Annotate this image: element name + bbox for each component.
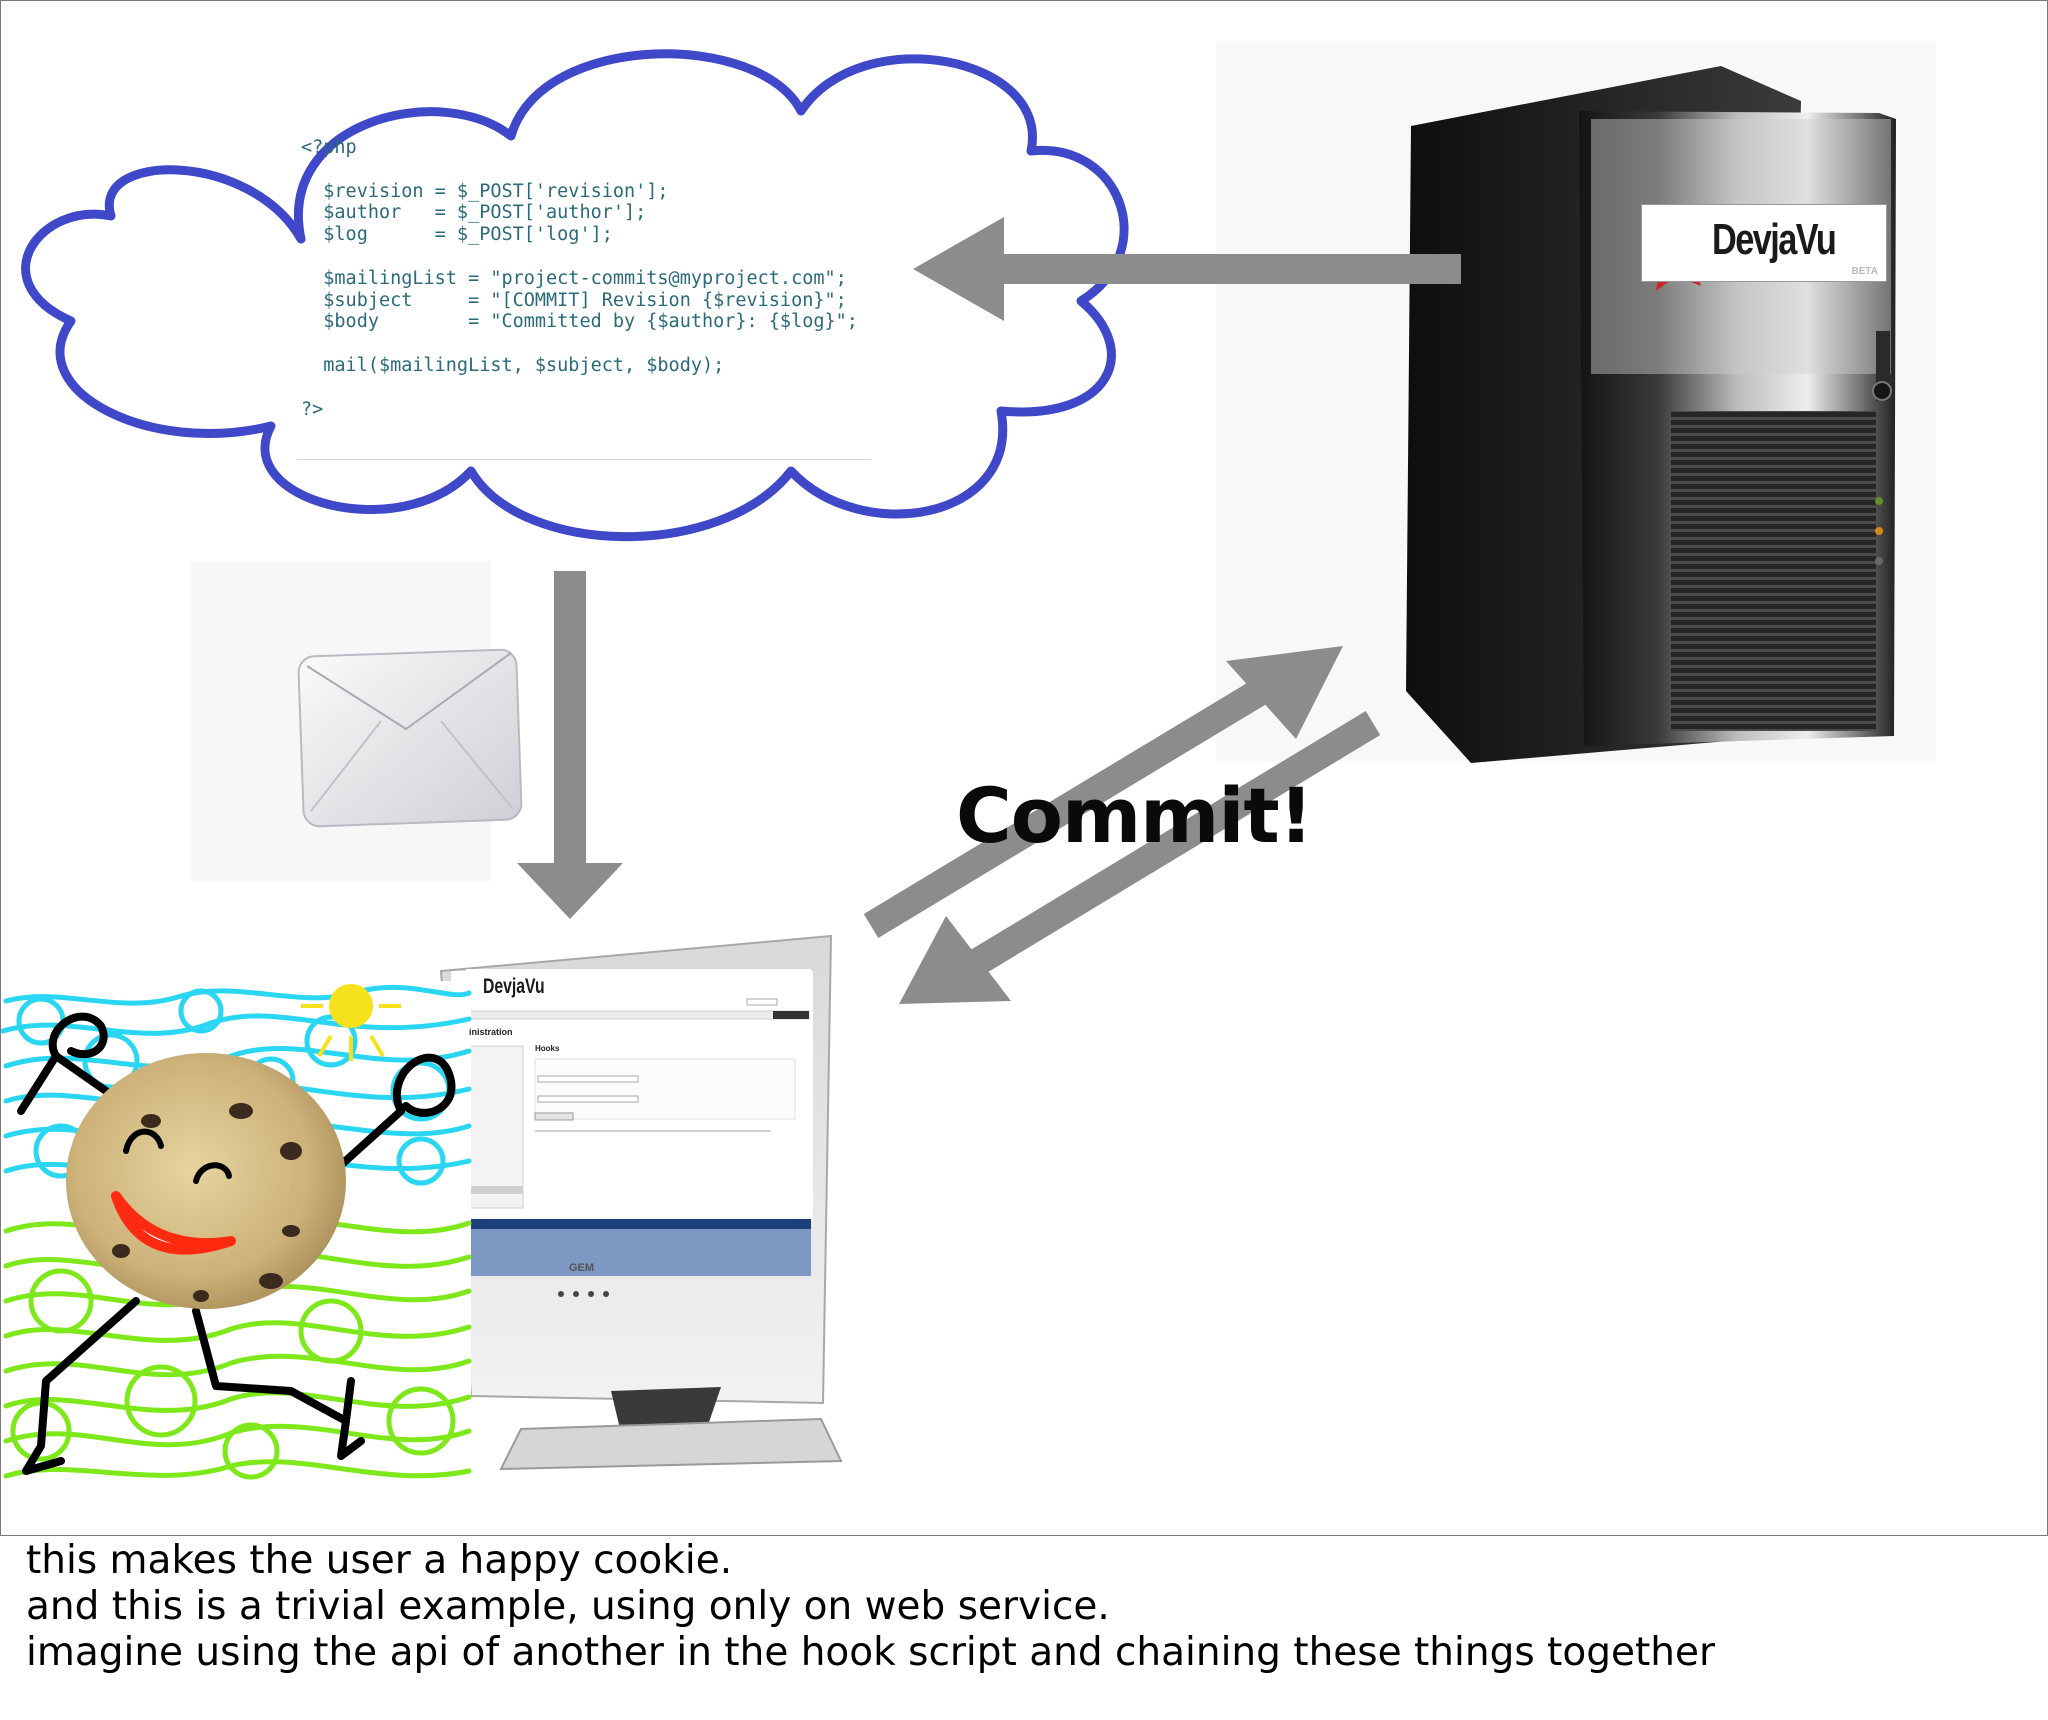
code-line: $subject = "[COMMIT] Revision {$revision… bbox=[301, 289, 847, 311]
happy-cookie-drawing bbox=[1, 981, 472, 1486]
envelope-icon bbox=[297, 648, 523, 828]
screen-section-title: Hooks bbox=[535, 1044, 560, 1053]
cloud-shape bbox=[21, 49, 1129, 542]
sun-icon bbox=[301, 984, 401, 1061]
code-line bbox=[301, 377, 881, 399]
arrow-cloud-to-monitor bbox=[517, 571, 623, 919]
code-line: ?> bbox=[301, 398, 324, 420]
commit-label: Commit! bbox=[956, 771, 1313, 860]
server-brand-sub: BETA bbox=[1851, 266, 1878, 277]
code-line: $mailingList = "project-commits@myprojec… bbox=[301, 267, 847, 289]
screen-webpage bbox=[451, 971, 813, 1219]
code-line: $author = $_POST['author']; bbox=[301, 202, 647, 224]
cookie-icon bbox=[66, 1053, 346, 1309]
arrow-server-to-monitor bbox=[899, 711, 1381, 1004]
code-line: $log = $_POST['log']; bbox=[301, 224, 613, 246]
slide-caption: this makes the user a happy cookie. and … bbox=[26, 1538, 2026, 1676]
php-code-block: <?php $revision = $_POST['revision']; $a… bbox=[301, 137, 881, 420]
caption-line-1: this makes the user a happy cookie. bbox=[26, 1538, 733, 1583]
code-line: mail($mailingList, $subject, $body); bbox=[301, 354, 725, 376]
slide-canvas: <?php $revision = $_POST['revision']; $a… bbox=[0, 0, 2048, 1536]
caption-line-3: imagine using the api of another in the … bbox=[26, 1630, 1715, 1675]
screen-heading: inistration bbox=[469, 1027, 513, 1037]
code-divider bbox=[297, 459, 871, 460]
code-line: <?php bbox=[301, 137, 357, 158]
code-line bbox=[301, 159, 881, 181]
monitor-brand-label: GEM bbox=[569, 1262, 595, 1274]
server-tower-icon bbox=[1406, 66, 1896, 763]
code-line bbox=[301, 333, 881, 355]
arrow-monitor-to-server bbox=[863, 646, 1343, 938]
code-line bbox=[301, 246, 881, 268]
server-brand-name: DevjaVu bbox=[1712, 215, 1837, 264]
caption-line-2: and this is a trivial example, using onl… bbox=[26, 1584, 1110, 1629]
code-line: $body = "Committed by {$author}: {$log}"… bbox=[301, 311, 858, 333]
diagram-scene bbox=[1, 41, 1936, 1486]
screen-brand-name: DevjaVu bbox=[483, 975, 545, 998]
arrow-server-to-cloud bbox=[913, 217, 1461, 321]
server-devjavu-badge: DevjaVu BETA bbox=[1641, 204, 1887, 282]
code-line: $revision = $_POST['revision']; bbox=[301, 180, 669, 202]
